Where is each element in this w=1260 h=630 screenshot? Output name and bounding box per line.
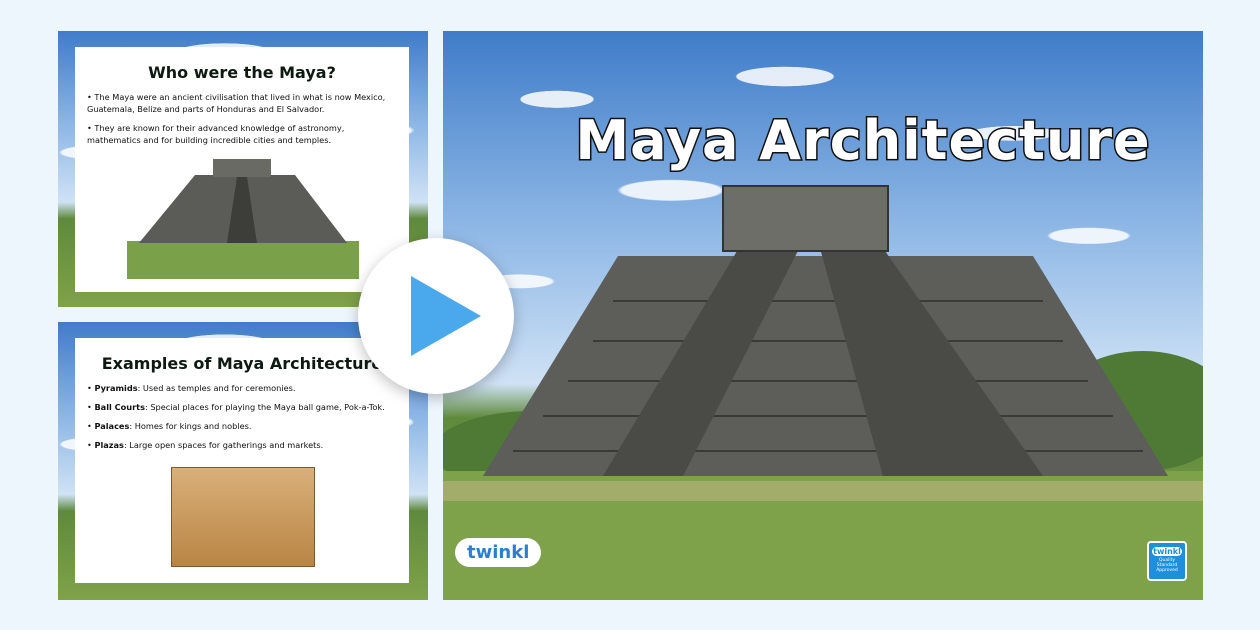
bullet: • The Maya were an ancient civilisation … [87, 92, 386, 114]
bullet: • They are known for their advanced know… [87, 122, 345, 145]
bullet: • Ball Courts: Special places for playin… [87, 401, 385, 412]
slide-title: Who were the Maya? [148, 63, 336, 82]
bullet: • Pyramids: Used as temples and for cere… [87, 383, 296, 393]
pyramid-image [127, 159, 359, 279]
play-icon [411, 276, 481, 356]
pyramid-image [443, 185, 1203, 600]
slide-card: Who were the Maya? • The Maya were an an… [75, 47, 409, 292]
bullet: • Palaces: Homes for kings and nobles. [87, 420, 252, 431]
slide-title: Examples of Maya Architecture [101, 354, 383, 373]
main-title: Maya Architecture [574, 108, 1151, 174]
main-slide[interactable]: Maya Architecture [443, 31, 1203, 600]
bullet: • Plazas: Large open spaces for gatherin… [87, 439, 324, 450]
ball-game-mural-image [171, 467, 315, 567]
slide-card: Examples of Maya Architecture • Pyramids… [75, 338, 409, 583]
play-button[interactable] [358, 238, 514, 394]
twinkl-logo: twinkl [455, 538, 542, 567]
slide-thumbnail-1[interactable]: Who were the Maya? • The Maya were an an… [58, 31, 428, 307]
